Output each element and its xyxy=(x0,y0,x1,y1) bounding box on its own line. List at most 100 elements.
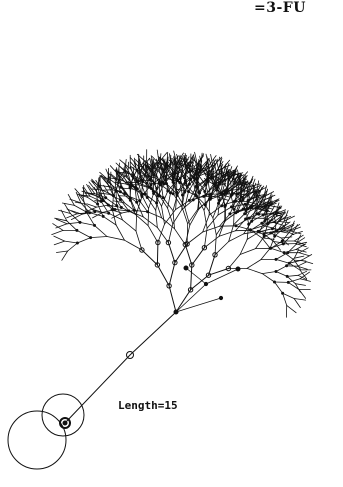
tree-node xyxy=(236,267,240,271)
tree-node xyxy=(229,213,231,215)
tree-branch xyxy=(142,250,158,265)
tree-branch xyxy=(54,241,64,245)
tree-branch xyxy=(247,260,261,269)
tree-node xyxy=(156,188,158,190)
tree-branch xyxy=(52,230,63,234)
tree-node xyxy=(188,199,190,201)
tree-branch xyxy=(173,211,175,229)
tree-node xyxy=(119,191,121,193)
tree-branch xyxy=(140,201,148,212)
tree-branch xyxy=(95,225,108,236)
tree-branch xyxy=(190,209,199,225)
tree-branch xyxy=(169,286,176,312)
tree-branch xyxy=(215,242,229,255)
tree-node xyxy=(94,211,96,213)
tree-node xyxy=(235,200,237,202)
tree-node xyxy=(186,185,188,187)
tree-node xyxy=(144,193,146,195)
tree-branch xyxy=(298,262,307,266)
tree-branch xyxy=(213,218,216,235)
tree-node xyxy=(179,178,181,180)
tree-node xyxy=(162,197,164,199)
tree-node xyxy=(248,217,250,219)
tree-node xyxy=(209,194,211,196)
tree-node xyxy=(160,182,162,184)
tree-branch xyxy=(98,178,99,189)
tree-branch xyxy=(271,248,284,252)
tree-branch xyxy=(130,312,176,355)
tree-branch xyxy=(234,209,235,224)
tree-node xyxy=(204,204,206,206)
tree-node xyxy=(159,195,161,197)
tree-node xyxy=(163,183,165,185)
tree-node xyxy=(154,183,156,185)
tree-node xyxy=(216,189,218,191)
tree-branch xyxy=(75,189,83,198)
tree-node xyxy=(172,181,174,183)
tree-branch xyxy=(209,255,216,275)
tree-node xyxy=(156,202,158,204)
tree-branch xyxy=(168,208,173,224)
tree-branch xyxy=(80,222,95,225)
tree-node xyxy=(250,229,252,231)
tree-node xyxy=(176,193,178,195)
tree-branch xyxy=(197,154,203,165)
tree-node xyxy=(196,186,198,188)
tree-node xyxy=(165,176,167,178)
tree-branch xyxy=(295,284,305,286)
tree-node xyxy=(124,193,126,195)
tree-node xyxy=(190,179,192,181)
tree-branch xyxy=(225,173,226,184)
tree-node xyxy=(147,211,149,213)
tree-branch xyxy=(279,222,289,223)
tree-node xyxy=(237,193,239,195)
tree-node xyxy=(242,199,244,201)
tree-node xyxy=(239,200,241,202)
tree-branch xyxy=(162,206,165,224)
tree-branch xyxy=(299,290,306,299)
tree-branch xyxy=(143,217,157,228)
tree-node xyxy=(141,179,143,181)
tree-branch xyxy=(261,248,270,259)
tree-node xyxy=(217,186,219,188)
tree-node xyxy=(134,187,136,189)
tree-node xyxy=(247,200,249,202)
tree-node xyxy=(244,213,246,215)
tree-branch xyxy=(186,268,206,284)
tree-node xyxy=(172,176,174,178)
tree-node xyxy=(226,192,228,194)
tree-node xyxy=(172,179,174,181)
tree-node xyxy=(107,204,109,206)
tree-node xyxy=(248,223,250,225)
tree-branch xyxy=(62,203,74,205)
tree-node xyxy=(153,193,155,195)
tree-node xyxy=(205,184,207,186)
tree-branch xyxy=(187,232,203,244)
tree-branch xyxy=(234,214,245,225)
tree-branch xyxy=(294,299,306,301)
tree-branch xyxy=(116,225,124,240)
tree-node xyxy=(207,181,209,183)
tree-node xyxy=(174,310,178,314)
tree-node xyxy=(120,207,122,209)
tree-branch xyxy=(287,275,298,276)
tree-branch xyxy=(188,209,198,223)
tree-node xyxy=(136,201,138,203)
tree-node xyxy=(195,195,197,197)
tree-node xyxy=(287,252,289,254)
tree-node xyxy=(120,186,122,188)
tree-node xyxy=(286,275,288,277)
tree-node xyxy=(105,197,107,199)
tree-branch xyxy=(299,253,309,256)
tree-node xyxy=(288,262,290,264)
tree-node xyxy=(247,208,249,210)
tree-branch xyxy=(283,235,292,244)
large-base-circle xyxy=(8,411,66,469)
base-node-dot xyxy=(63,421,67,425)
tree-node xyxy=(94,224,96,226)
tree-node xyxy=(207,178,209,180)
tree-node xyxy=(281,240,283,242)
tree-node xyxy=(172,193,174,195)
length-label: Length=15 xyxy=(118,399,178,412)
